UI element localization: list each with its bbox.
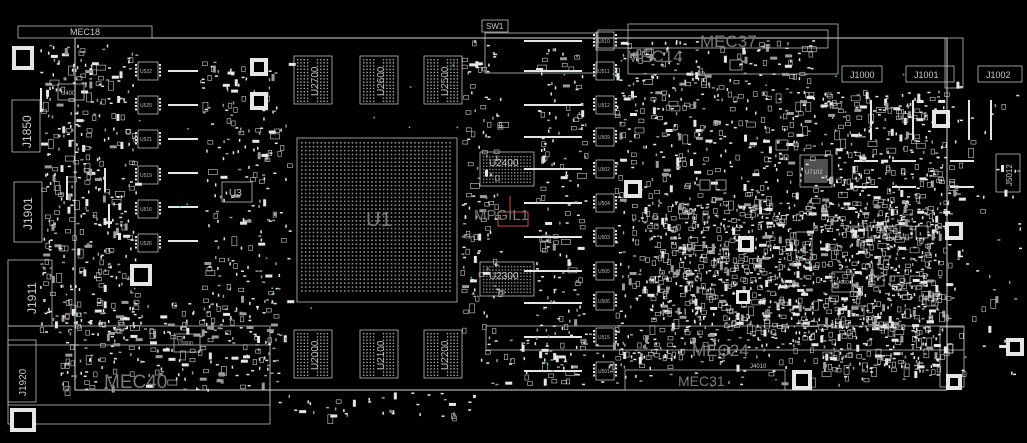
svg-text:U505: U505 bbox=[598, 269, 610, 275]
label-u4600: U4600 bbox=[834, 280, 849, 286]
label-u2400: U2400 bbox=[489, 158, 519, 169]
right-regulators: U510U511U512U509U502U504U503U505U506U515… bbox=[593, 31, 617, 381]
svg-text:U511: U511 bbox=[598, 69, 610, 75]
label-u7103: U7103 bbox=[802, 241, 808, 256]
label-u3: U3 bbox=[229, 188, 242, 199]
label-mec40: MEC40 bbox=[104, 372, 167, 393]
label-j1850: J1850 bbox=[20, 115, 34, 148]
small-bga bbox=[479, 151, 535, 297]
label-u1600: U1600 bbox=[178, 341, 193, 347]
svg-text:U509: U509 bbox=[598, 135, 610, 141]
svg-text:U501: U501 bbox=[598, 369, 610, 375]
svg-text:U2200: U2200 bbox=[440, 340, 451, 370]
regulator: U512 bbox=[593, 95, 617, 115]
regulator: U509 bbox=[593, 127, 617, 147]
label-mec37: MEC37 bbox=[700, 32, 757, 51]
svg-text:U521: U521 bbox=[140, 137, 152, 143]
left-connectors bbox=[7, 46, 53, 432]
regulator: U515 bbox=[593, 327, 617, 347]
svg-text:U520: U520 bbox=[140, 103, 152, 109]
label-mpgil: MPGIL1 bbox=[474, 207, 529, 224]
memory-chip-bottom: U2200 bbox=[423, 329, 463, 379]
svg-text:U506: U506 bbox=[598, 299, 610, 305]
right-ics bbox=[57, 58, 963, 390]
svg-text:U2600: U2600 bbox=[376, 66, 387, 96]
regulator: U505 bbox=[593, 261, 617, 281]
svg-text:U2700: U2700 bbox=[310, 66, 321, 96]
svg-text:U2100: U2100 bbox=[376, 340, 387, 370]
label-sw1: SW1 bbox=[486, 22, 504, 31]
svg-text:U503: U503 bbox=[598, 235, 610, 241]
label-gpu: U1 bbox=[366, 209, 392, 231]
label-mec24: MEC24 bbox=[692, 341, 749, 360]
regulator: U506 bbox=[593, 291, 617, 311]
label-j1002: J1002 bbox=[986, 70, 1011, 80]
label-u7102: U7102 bbox=[805, 170, 823, 176]
regulator: U520 bbox=[135, 95, 161, 115]
silkscreen-labels: U1 MPGIL1 SW1 MEC18 MEC37 MEC14 MEC31 ME… bbox=[18, 22, 1014, 396]
regulator: U510 bbox=[593, 31, 617, 51]
regulator: U502 bbox=[593, 159, 617, 179]
svg-text:U515: U515 bbox=[598, 335, 610, 341]
regulator: U521 bbox=[135, 129, 161, 149]
bar-components bbox=[40, 40, 992, 372]
label-mec31: MEC31 bbox=[678, 373, 725, 389]
svg-text:U516: U516 bbox=[140, 207, 152, 213]
svg-text:U502: U502 bbox=[598, 167, 610, 173]
label-j5012: J5012 bbox=[1005, 164, 1014, 186]
regulator: U516 bbox=[135, 199, 161, 219]
regulator: U501 bbox=[593, 361, 617, 381]
label-j1000: J1000 bbox=[850, 70, 875, 80]
label-j1920: J1920 bbox=[18, 368, 29, 396]
label-j1001: J1001 bbox=[914, 70, 939, 80]
svg-text:U510: U510 bbox=[598, 39, 610, 45]
svg-text:U526: U526 bbox=[140, 241, 152, 247]
label-u400: U400 bbox=[61, 91, 76, 97]
svg-text:U2000: U2000 bbox=[310, 340, 321, 370]
memory-chip-top: U2500 bbox=[423, 55, 463, 105]
memory-chip-bottom: U2100 bbox=[359, 329, 399, 379]
svg-text:U2500: U2500 bbox=[440, 66, 451, 96]
label-j1911: J1911 bbox=[25, 282, 39, 314]
memory-chip-top: U2600 bbox=[359, 55, 399, 105]
svg-text:U504: U504 bbox=[598, 201, 610, 207]
label-u2300: U2300 bbox=[489, 271, 519, 282]
svg-text:U522: U522 bbox=[140, 69, 152, 75]
regulator: U503 bbox=[593, 227, 617, 247]
memory-chip-top: U2700 bbox=[293, 55, 333, 105]
highlight-marks bbox=[497, 196, 529, 227]
regulator: U504 bbox=[593, 193, 617, 213]
label-mec18: MEC18 bbox=[70, 27, 100, 37]
regulator: U526 bbox=[135, 233, 161, 253]
label-mec14: MEC14 bbox=[626, 47, 683, 66]
regulator: U511 bbox=[593, 61, 617, 81]
gpu-bga bbox=[296, 137, 458, 303]
regulator: U519 bbox=[135, 165, 161, 185]
label-j1901: J1901 bbox=[21, 197, 35, 230]
memory-chip-bottom: U2000 bbox=[293, 329, 333, 379]
regulator: U522 bbox=[135, 61, 161, 81]
right-connectors bbox=[841, 65, 1024, 356]
svg-text:U512: U512 bbox=[598, 103, 610, 109]
label-j4010: J4010 bbox=[750, 364, 767, 370]
svg-text:U519: U519 bbox=[140, 173, 152, 179]
